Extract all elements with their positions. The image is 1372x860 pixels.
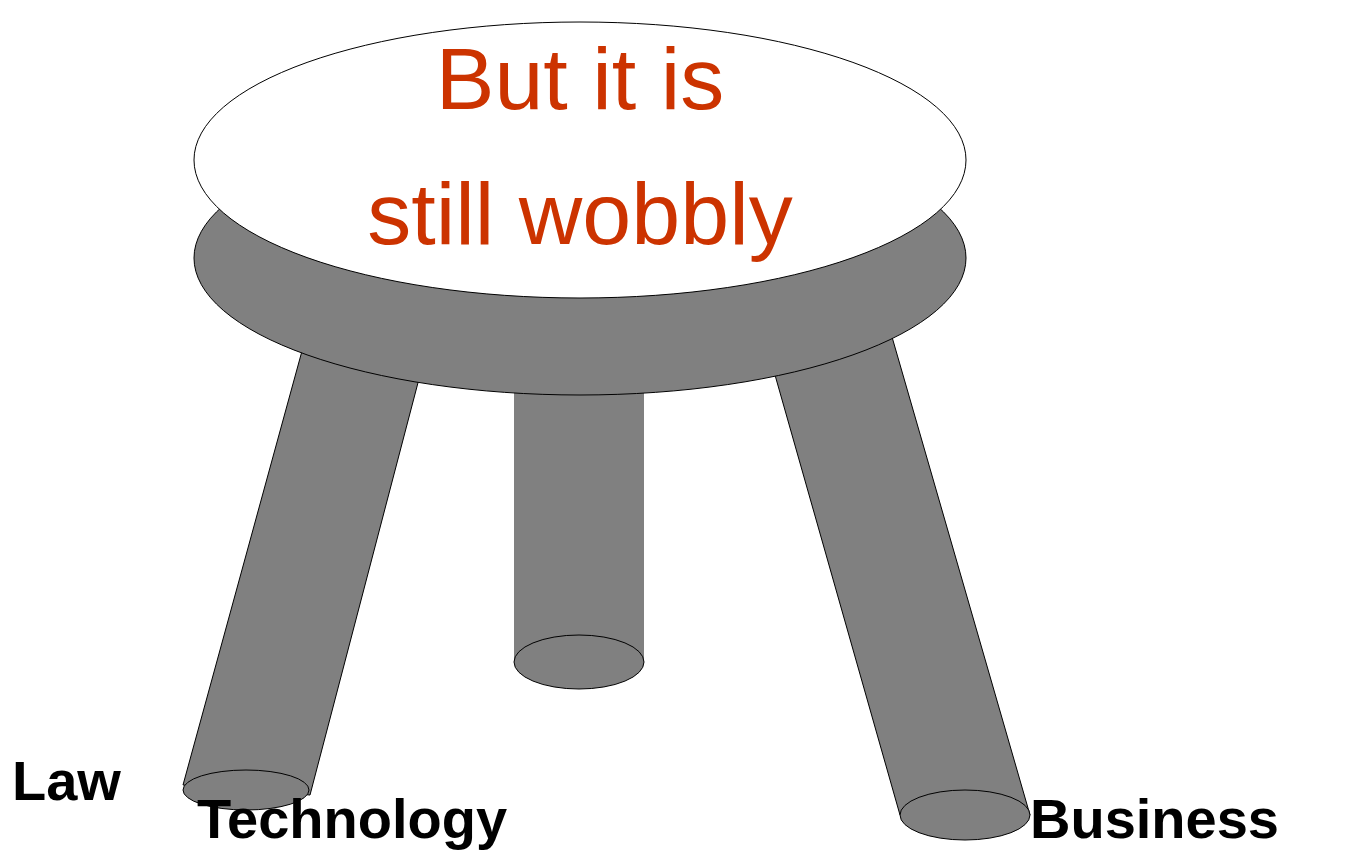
stool-seat: But it is still wobbly xyxy=(194,22,966,298)
leg-foot xyxy=(900,790,1030,840)
leg-label: Law xyxy=(12,753,121,809)
stool-leg xyxy=(183,340,420,795)
leg-label: Business xyxy=(1030,791,1279,847)
seat-text: But it is still wobbly xyxy=(280,11,880,281)
stool-leg xyxy=(775,330,1030,815)
leg-foot xyxy=(514,635,644,689)
leg-label: Technology xyxy=(197,791,507,847)
stool-leg xyxy=(514,370,644,662)
